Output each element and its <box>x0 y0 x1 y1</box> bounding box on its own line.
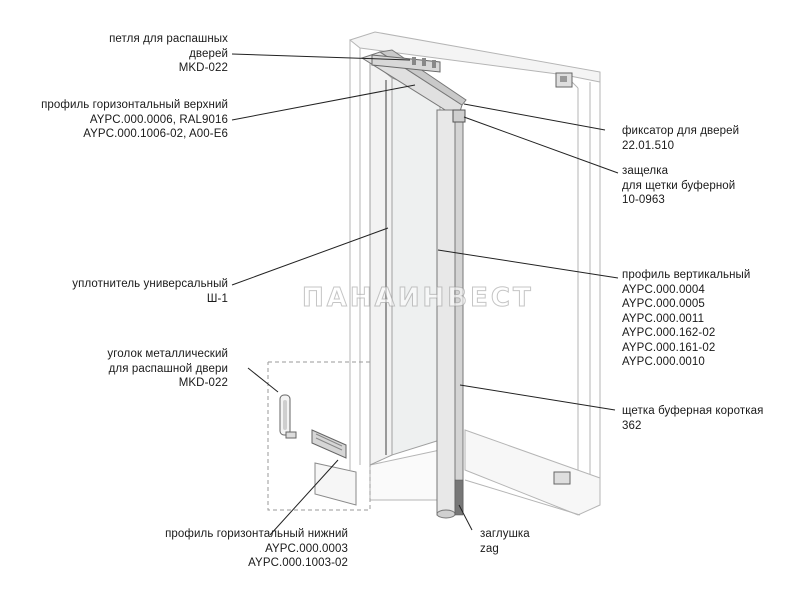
label-line: для щетки буферной <box>622 179 736 192</box>
leader-catch <box>463 116 619 174</box>
label-line: петля для распашных <box>109 33 228 45</box>
label-line: AYPC.000.0010 <box>622 356 705 368</box>
label-line: AYPC.000.161-02 <box>622 341 716 354</box>
leader-corner <box>247 367 279 393</box>
leader-latch <box>463 103 606 131</box>
brush-part <box>454 479 464 516</box>
label-line: AYPC.000.1003-02 <box>248 557 348 569</box>
label-plug: заглушка zag <box>480 527 530 556</box>
bottom-latch-part <box>553 471 571 485</box>
label-line: 10-0963 <box>622 194 665 206</box>
label-line: защелка <box>622 165 669 177</box>
label-corner: уголок металлический для распашной двери… <box>107 347 228 391</box>
label-bottom-profile: профиль горизонтальный нижний AYPC.000.0… <box>165 527 348 571</box>
label-line: профиль горизонтальный нижний <box>165 528 348 540</box>
label-line: AYPC.000.162-02 <box>622 327 716 339</box>
label-line: фиксатор для дверей <box>622 125 740 137</box>
leader-bottom-profile <box>269 459 339 536</box>
leader-brush <box>459 384 616 411</box>
label-line: Ш-1 <box>206 292 228 305</box>
label-line: 22.01.510 <box>622 139 675 152</box>
label-line: MKD-022 <box>178 62 228 74</box>
catch-part <box>452 109 466 123</box>
leader-vertical-profile <box>437 249 619 279</box>
label-latch: фиксатор для дверей 22.01.510 <box>622 124 739 153</box>
label-line: AYPC.000.1006-02, A00-E6 <box>83 128 228 140</box>
label-line: AYPC.000.0004 <box>622 283 705 296</box>
bottom-horizontal-profile <box>311 429 357 506</box>
label-line: профиль вертикальный <box>622 269 751 281</box>
label-hinge: петля для распашных дверей MKD-022 <box>109 32 228 76</box>
leader-hinge <box>231 53 411 61</box>
leader-seal <box>231 227 389 286</box>
label-line: AYPC.000.0003 <box>265 542 348 555</box>
leader-lines <box>231 53 619 536</box>
label-seal: уплотнитель универсальный Ш-1 <box>72 277 228 306</box>
label-catch: защелка для щетки буферной 10-0963 <box>622 164 735 208</box>
label-brush: щетка буферная короткая 362 <box>622 404 763 433</box>
label-line: уплотнитель универсальный <box>72 278 228 290</box>
label-line: заглушка <box>480 528 530 540</box>
label-top-profile: профиль горизонтальный верхний AYPC.000.… <box>41 98 228 142</box>
label-line: уголок металлический <box>107 348 228 360</box>
latch-part <box>555 72 573 88</box>
label-line: дверей <box>189 47 228 60</box>
label-line: MKD-022 <box>178 377 228 389</box>
label-vertical-profile: профиль вертикальный AYPC.000.0004 AYPC.… <box>622 268 750 370</box>
leader-top-profile <box>231 84 416 121</box>
label-line: щетка буферная короткая <box>622 405 764 417</box>
label-line: 362 <box>622 419 642 432</box>
cabinet-structure <box>267 31 601 516</box>
corner-bracket <box>279 394 297 439</box>
label-line: AYPC.000.0006, RAL9016 <box>89 113 228 126</box>
label-line: профиль горизонтальный верхний <box>41 99 228 111</box>
glass-panel <box>369 58 441 466</box>
vertical-profile <box>436 109 464 519</box>
leader-plug <box>458 504 473 531</box>
label-line: AYPC.000.0011 <box>622 312 705 325</box>
watermark-text: ПАНАИНВЕСТ <box>302 283 534 314</box>
label-line: для распашной двери <box>108 362 228 375</box>
label-line: AYPC.000.0005 <box>622 298 705 310</box>
label-line: zag <box>480 542 499 555</box>
